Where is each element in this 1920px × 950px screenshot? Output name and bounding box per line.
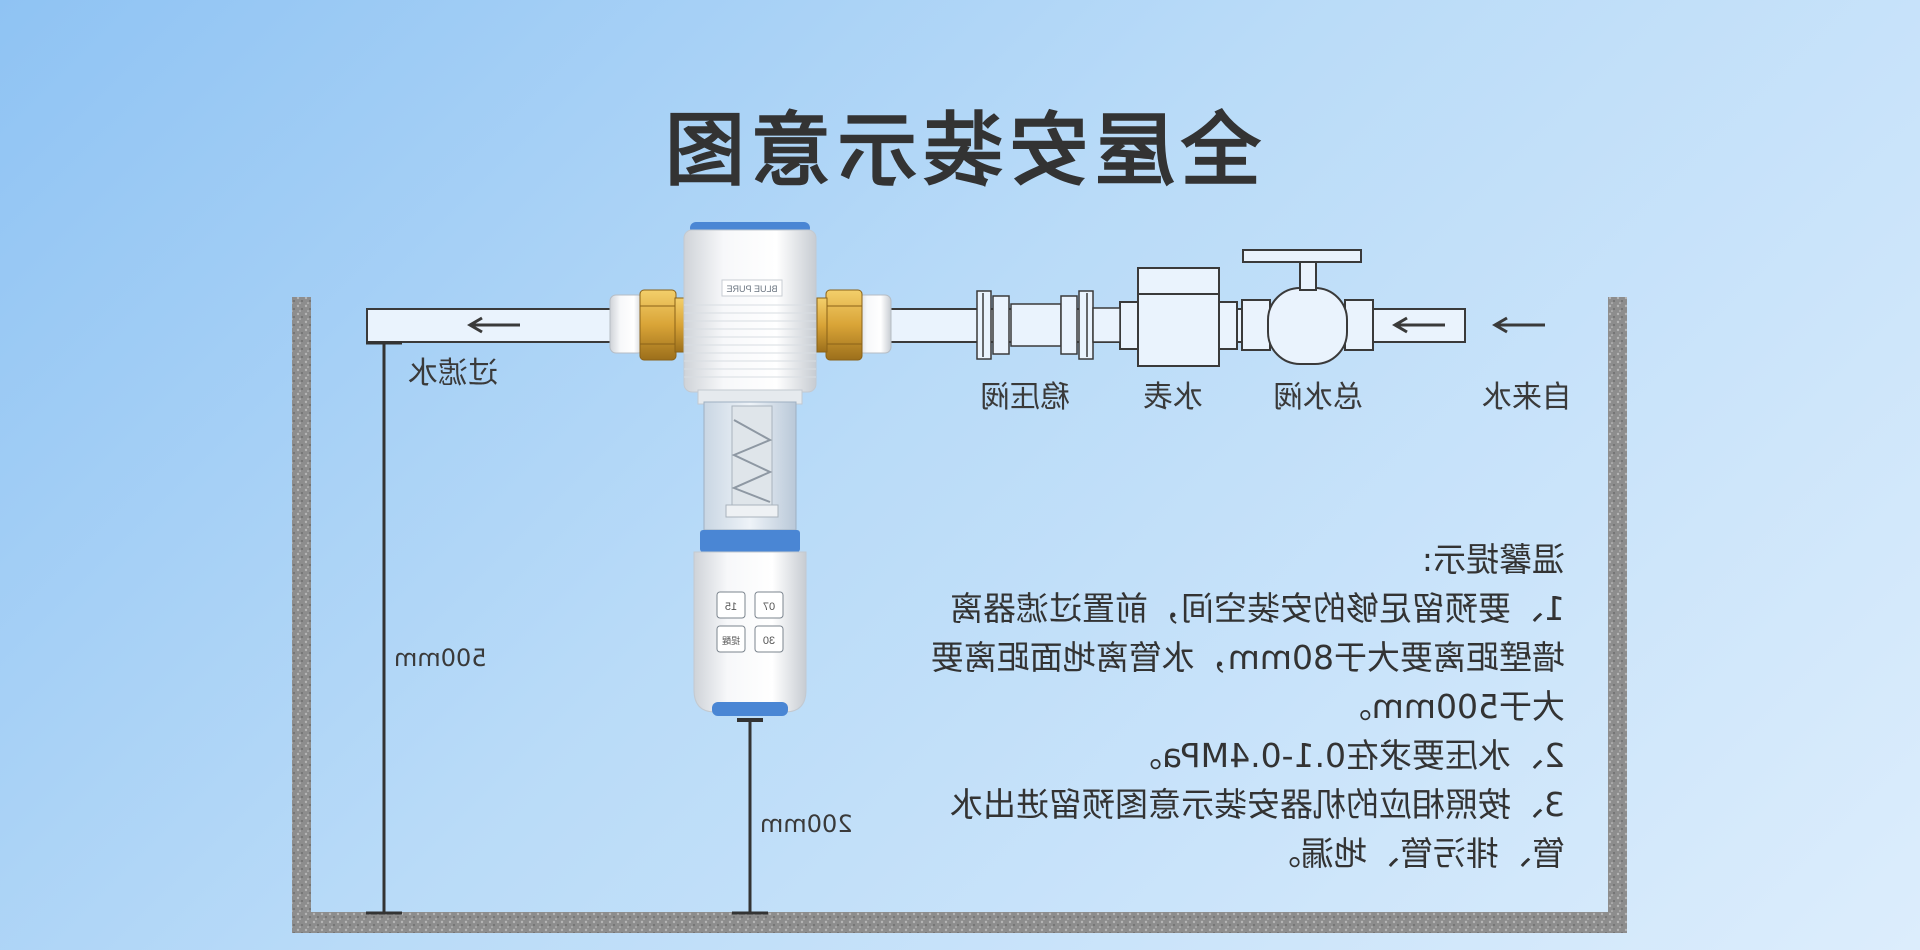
tips-line: 管、排污管、地漏。 (1268, 834, 1565, 873)
pressure-valve-icon (976, 290, 1121, 360)
tips-line: 大于500mm。 (1338, 687, 1565, 726)
tips-line: 3、按照相应的机器安装示意图预留进出水 (950, 785, 1565, 824)
label-main-valve: 总水阀 (1273, 380, 1363, 415)
concrete-wall (292, 297, 1627, 933)
outlet-pipe (366, 308, 621, 343)
dimension-floor (732, 720, 768, 915)
panel-button-07: 07 (763, 601, 775, 613)
water-meter-icon (1119, 267, 1238, 367)
front-filter-icon (609, 222, 892, 722)
label-water-meter: 水表 (1143, 380, 1203, 415)
panel-button-remind: 提醒 (722, 636, 740, 646)
label-inlet: 自来水 (1482, 380, 1572, 415)
main-valve-icon (1241, 249, 1374, 365)
label-wall-height: 500mm (394, 644, 487, 672)
tips-line: 2、水压要求在0.1-0.4MPa。 (1129, 736, 1565, 775)
label-pressure-valve: 稳压阀 (980, 380, 1070, 415)
tips-heading: 温馨提示: (1421, 540, 1565, 579)
dimension-wall (366, 341, 402, 915)
panel-button-15: 15 (725, 601, 737, 613)
tips-panel: 温馨提示: 1、要预留足够的安装空间，前置过滤器离 墙壁距离要大于80mm，水管… (915, 535, 1565, 878)
panel-button-30: 30 (763, 635, 775, 647)
brand-label: BLUE PURE (726, 284, 777, 294)
tips-line: 1、要预留足够的安装空间，前置过滤器离 (950, 589, 1565, 628)
label-floor-height: 200mm (760, 810, 853, 838)
label-outlet: 过滤水 (408, 356, 498, 391)
tips-line: 墙壁距离要大于80mm，水管离地面距离要 (930, 638, 1565, 677)
